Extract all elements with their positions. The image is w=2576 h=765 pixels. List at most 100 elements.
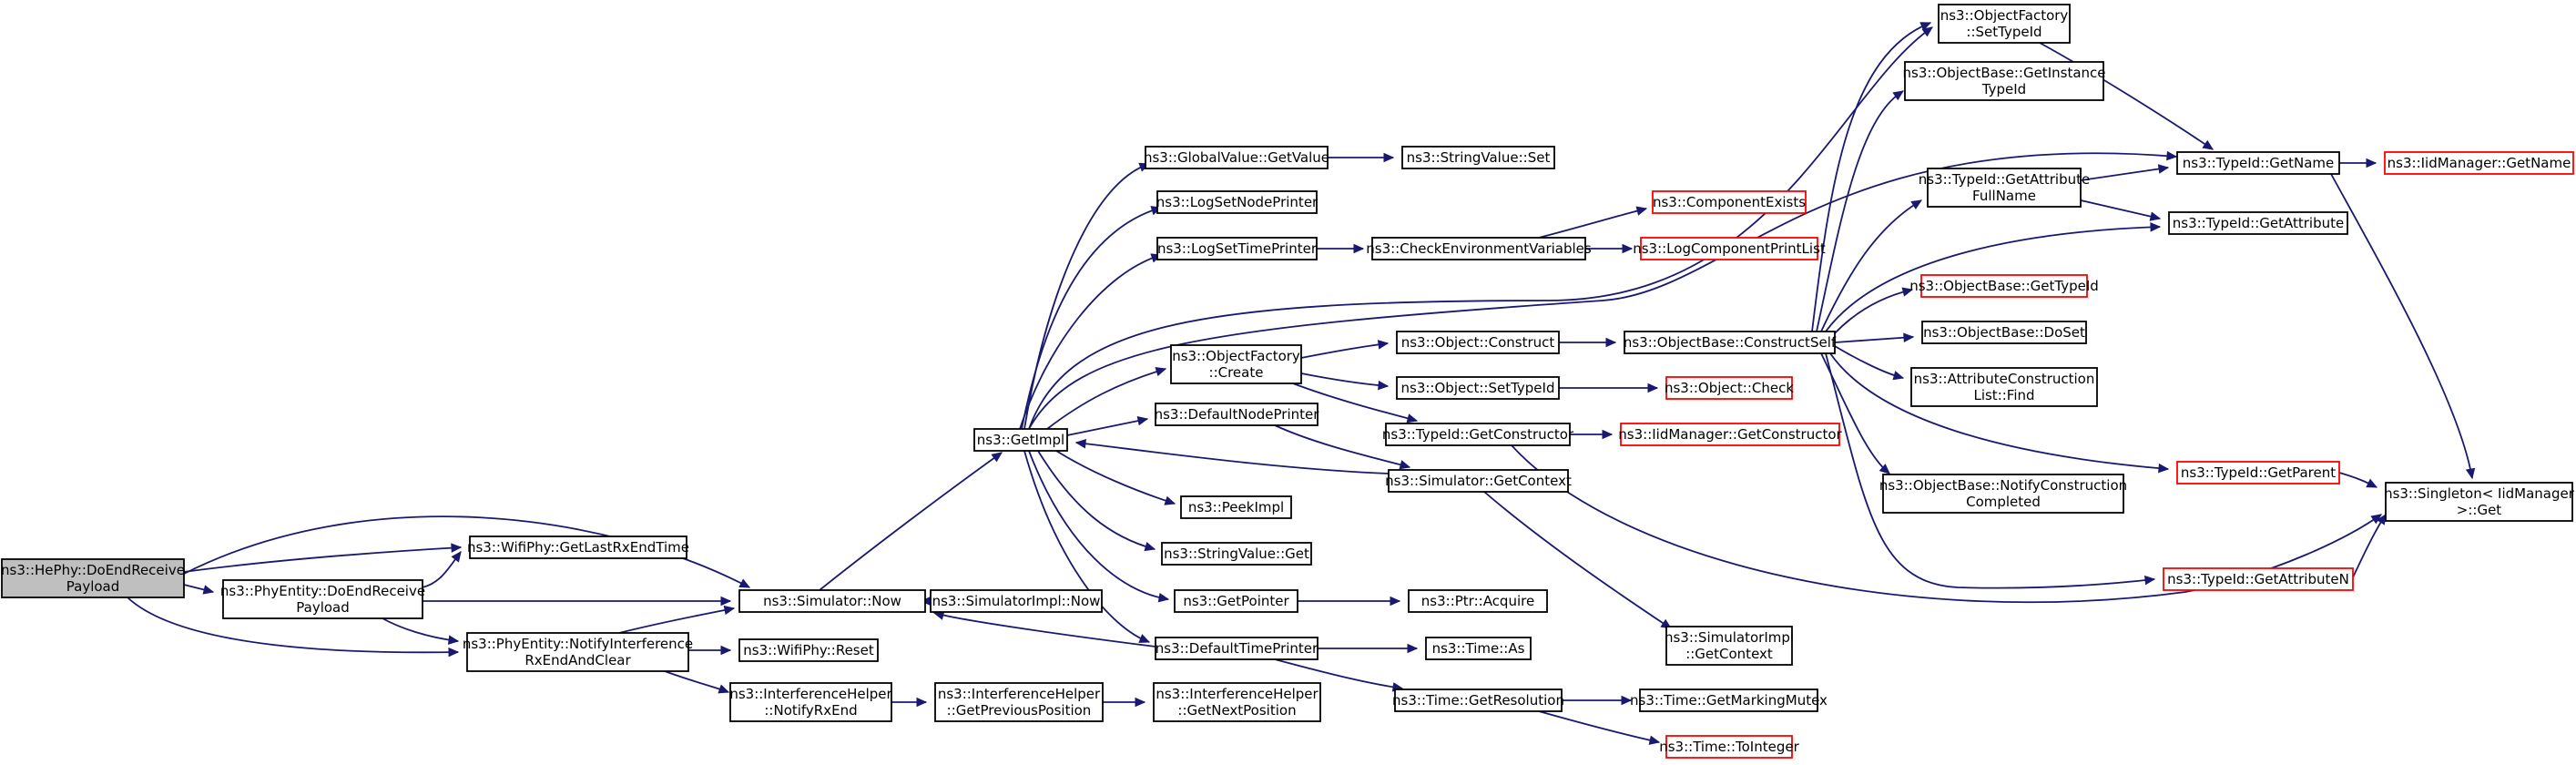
node-gvGetValue[interactable]: ns3::GlobalValue::GetValue [1144, 146, 1329, 169]
node-tidGetAttrN[interactable]: ns3::TypeId::GetAttributeN [2163, 567, 2354, 591]
node-timeGetRes[interactable]: ns3::Time::GetResolution [1392, 688, 1564, 712]
node-label: ns3::WifiPhy::GetLastRxEndTime [467, 539, 689, 556]
node-timeToInteger[interactable]: ns3::Time::ToInteger [1659, 735, 1800, 759]
node-label: ::NotifyRxEnd [764, 702, 857, 719]
edge-objSetTypeId-to-objCheck [1559, 382, 1659, 393]
node-svSet[interactable]: ns3::StringValue::Set [1401, 146, 1555, 169]
node-label: ns3::GetPointer [1183, 593, 1289, 609]
edge-tidGetName-to-iidGetName [2339, 158, 2377, 168]
edge-getImpl-to-getPointer [1028, 450, 1170, 603]
node-label: ns3::DefaultTimePrinter [1156, 640, 1319, 657]
node-getPointer[interactable]: ns3::GetPointer [1174, 589, 1298, 613]
node-label: ns3::ObjectFactory [1940, 7, 2069, 24]
edge-obConstructSelf-to-obNotifyCC [1820, 352, 1890, 474]
node-label: ns3::GlobalValue::GetValue [1144, 149, 1329, 166]
node-obGetTypeId[interactable]: ns3::ObjectBase::GetTypeId [1909, 274, 2099, 298]
node-label: ns3::Object::Check [1665, 380, 1794, 396]
edge-gvGetValue-to-svSet [1328, 152, 1395, 163]
node-label: ns3::SimulatorImpl [1665, 629, 1794, 646]
node-logTime[interactable]: ns3::LogSetTimePrinter [1156, 237, 1318, 260]
node-box [1927, 168, 2082, 208]
node-label: ns3::StringValue::Get [1164, 546, 1309, 562]
node-iidGetCtor[interactable]: ns3::IidManager::GetConstructor [1618, 423, 1843, 446]
node-tidGetCtor[interactable]: ns3::TypeId::GetConstructor [1382, 423, 1574, 446]
node-box [1425, 637, 1532, 660]
edge-checkEnv-to-compExists [1538, 206, 1648, 239]
node-box [1624, 331, 1836, 354]
node-simImplNow[interactable]: ns3::SimulatorImpl::Now [930, 589, 1103, 613]
edge-getPointer-to-ptrAcquire [1298, 596, 1401, 607]
node-logNode[interactable]: ns3::LogSetNodePrinter [1156, 190, 1319, 214]
node-ofCreate[interactable]: ns3::ObjectFactory::Create [1170, 344, 1302, 384]
node-tidGetParent[interactable]: ns3::TypeId::GetParent [2176, 461, 2340, 484]
node-phyEntNotify[interactable]: ns3::PhyEntity::NotifyInterferenceRxEndA… [463, 632, 693, 672]
node-box [1174, 589, 1298, 613]
node-defNode[interactable]: ns3::DefaultNodePrinter [1155, 403, 1320, 426]
node-simNow[interactable]: ns3::Simulator::Now [738, 589, 926, 613]
edge-getImpl-to-tidGetName [1028, 150, 2178, 430]
node-tidGetAttr[interactable]: ns3::TypeId::GetAttribute [2168, 211, 2348, 235]
node-label: ::SetTypeId [1966, 24, 2041, 40]
edge-tidGetName-to-singletonGet [2330, 173, 2476, 480]
node-label: Payload [296, 599, 350, 616]
edge-root-to-phyEntNotify [127, 597, 460, 658]
node-label: ns3::Object::SetTypeId [1401, 380, 1555, 396]
node-wifiReset[interactable]: ns3::WifiPhy::Reset [738, 638, 879, 662]
node-ofSetTypeId[interactable]: ns3::ObjectFactory::SetTypeId [1938, 4, 2071, 44]
node-ptrAcquire[interactable]: ns3::Ptr::Acquire [1408, 589, 1548, 613]
edge-getImpl-to-ofSetTypeId [1028, 26, 1933, 430]
edge-objConstruct-to-obConstructSelf [1559, 337, 1617, 348]
node-simGetCtx[interactable]: ns3::Simulator::GetContext [1385, 469, 1572, 493]
node-wifiGetLastRx[interactable]: ns3::WifiPhy::GetLastRxEndTime [467, 536, 689, 559]
node-objCheck[interactable]: ns3::Object::Check [1665, 376, 1794, 400]
node-box [1153, 682, 1321, 722]
node-label: ns3::InterferenceHelper [1156, 686, 1319, 702]
node-obDoSet[interactable]: ns3::ObjectBase::DoSet [1921, 321, 2087, 344]
node-timeAs[interactable]: ns3::Time::As [1425, 637, 1532, 660]
node-simImplGetCtx[interactable]: ns3::SimulatorImpl::GetContext [1665, 626, 1794, 666]
node-box [1401, 146, 1555, 169]
node-tidGetName[interactable]: ns3::TypeId::GetName [2176, 151, 2340, 175]
node-box [1938, 4, 2071, 44]
node-box [1155, 637, 1319, 660]
node-timeGetMarking[interactable]: ns3::Time::GetMarkingMutex [1630, 688, 1828, 712]
node-logCompPrint[interactable]: ns3::LogComponentPrintList [1633, 237, 1826, 260]
node-compExists[interactable]: ns3::ComponentExists [1652, 190, 1807, 214]
node-defTime[interactable]: ns3::DefaultTimePrinter [1155, 637, 1319, 660]
node-checkEnv[interactable]: ns3::CheckEnvironmentVariables [1366, 237, 1592, 260]
node-box [1371, 237, 1586, 260]
edge-defTime-to-timeAs [1318, 643, 1419, 654]
node-ihGetNext[interactable]: ns3::InterferenceHelper::GetNextPosition [1153, 682, 1321, 722]
edge-tidGetAttrFull-to-tidGetName [2080, 164, 2170, 181]
node-peekImpl[interactable]: ns3::PeekImpl [1180, 495, 1292, 519]
node-ihNotifyRx[interactable]: ns3::InterferenceHelper::NotifyRxEnd [729, 682, 892, 722]
edge-obConstructSelf-to-tidGetAttrFull [1820, 199, 1923, 332]
node-obNotifyCC[interactable]: ns3::ObjectBase::NotifyConstructionCompl… [1879, 474, 2127, 514]
edge-obConstructSelf-to-acListFind [1834, 345, 1905, 381]
node-label: ns3::DefaultNodePrinter [1155, 406, 1320, 423]
node-iidGetName[interactable]: ns3::IidManager::GetName [2384, 151, 2574, 175]
edge-obConstructSelf-to-tidGetAttrN [1825, 352, 2156, 589]
call-graph-edges [127, 22, 2476, 745]
node-box [1665, 735, 1793, 759]
node-getImpl[interactable]: ns3::GetImpl [973, 428, 1068, 452]
edge-tidGetCtor-to-iidGetCtor [1570, 429, 1614, 440]
node-box [934, 682, 1104, 722]
node-ihGetPrev[interactable]: ns3::InterferenceHelper::GetPreviousPosi… [934, 682, 1104, 722]
node-svGet[interactable]: ns3::StringValue::Get [1161, 542, 1312, 566]
edge-phyEntDoEnd-to-phyEntNotify [382, 617, 460, 645]
node-label: ns3::ObjectBase::GetTypeId [1909, 278, 2099, 294]
node-label: ns3::TypeId::GetName [2183, 155, 2334, 171]
node-obConstructSelf[interactable]: ns3::ObjectBase::ConstructSelf [1624, 331, 1837, 354]
node-box [1408, 589, 1548, 613]
node-box [1665, 626, 1793, 666]
node-objConstruct[interactable]: ns3::Object::Construct [1396, 331, 1560, 354]
node-label: ns3::WifiPhy::Reset [743, 642, 874, 658]
node-singletonGet[interactable]: ns3::Singleton< IidManager>::Get [2384, 482, 2575, 522]
node-objSetTypeId[interactable]: ns3::Object::SetTypeId [1396, 376, 1560, 400]
